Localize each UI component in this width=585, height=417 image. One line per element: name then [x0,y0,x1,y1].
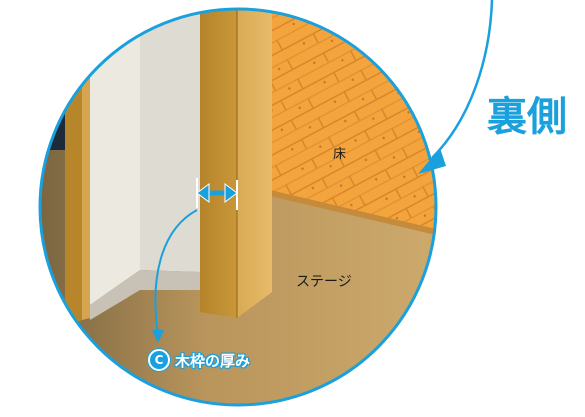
leader-arrowhead [152,330,164,343]
baseboard [90,270,200,320]
marker-c-badge: C [148,349,170,371]
thickness-arrow [196,178,238,210]
floor-label: 床 [333,147,347,162]
frame-thickness-caption: C 木枠の厚み [148,349,250,371]
post-side [237,9,272,318]
pointer-arrow [431,0,494,159]
frame-thickness-text: 木枠の厚み [175,351,251,370]
back-side-label: 裏側 [487,94,567,140]
stage-label: ステージ [296,274,352,290]
post-front [200,9,237,318]
wall-panel-back [140,9,200,272]
wall-panel [90,20,140,305]
leader-line [154,209,198,336]
left-frame-side [82,48,90,320]
floor-edge [270,190,436,236]
left-frame-face [65,52,82,328]
marker-c-text: C [154,353,164,367]
zoom-circle [38,7,438,407]
pointer-arrowhead [418,148,446,174]
